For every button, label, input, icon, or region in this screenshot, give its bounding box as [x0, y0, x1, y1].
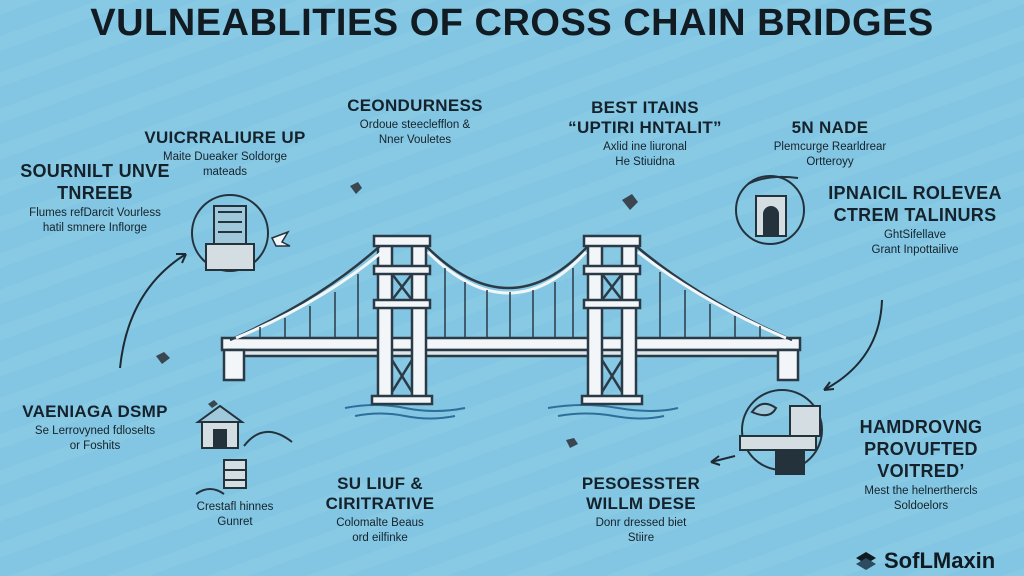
block-desc-line: Plemcurge Rearldrear — [773, 141, 887, 153]
block-best-itains: BEST ITAINS “UPTIRI HNTALIT” Axlid ine l… — [560, 98, 730, 170]
gate-icon-circle — [735, 175, 805, 245]
block-title: IPNAICIL ROLEVEA CTREM TALINURS — [828, 183, 1002, 225]
block-title: SU LIUF & CIRITRATIVE — [325, 474, 435, 513]
block-ipnaicil: IPNAICIL ROLEVEA CTREM TALINURS GhtSifel… — [822, 182, 1008, 258]
block-desc-line: Nner Vouletes — [378, 134, 452, 146]
block-desc-line: Se Lerrovyned fdloselts — [34, 425, 156, 437]
block-desc-line: Axlid ine liuronal — [603, 141, 687, 153]
block-title: VAENIAGA DSMP — [22, 402, 168, 421]
block-sournilt: SOURNILT UNVE TNREEB Flumes refDarcit Vo… — [10, 160, 180, 236]
block-desc-line: Ordoue steeclefflon & — [359, 119, 471, 131]
block-5n-nade: 5N NADE Plemcurge Rearldrear Ortteroyy — [760, 118, 900, 170]
block-desc-line: He Stiuidna — [615, 156, 675, 168]
block-vuicrraliure: VUICRRALIURE UP Maite Dueaker Soldorge m… — [130, 128, 320, 180]
bird-icon — [270, 230, 291, 247]
water-ripples — [344, 404, 679, 420]
block-desc-line: ord eilfinke — [352, 532, 408, 544]
block-desc-line: hatil smnere Inflorge — [42, 222, 148, 234]
bridge — [220, 234, 802, 406]
block-title: HAMDROVNG PROVUFTED VOITRED’ — [859, 417, 983, 481]
block-desc-line: Donr dressed biet — [595, 517, 687, 529]
logo-text: SofLMaxin — [884, 548, 996, 573]
tower-icon-circle — [191, 194, 269, 272]
page-title: VULNEABLITIES OF CROSS CHAIN BRIDGES — [90, 2, 934, 44]
block-desc-line: or Foshits — [69, 440, 121, 452]
block-title: VUICRRALIURE UP — [144, 128, 306, 147]
house-icon — [194, 404, 293, 495]
block-desc-line: Flumes refDarcit Vourless — [29, 207, 161, 219]
block-title: CEONDURNESS — [347, 96, 483, 115]
block-desc-line: Crestafl hinnes — [196, 501, 274, 513]
block-desc-line: Stiire — [627, 532, 655, 544]
block-title: BEST ITAINS “UPTIRI HNTALIT” — [568, 98, 722, 137]
block-desc-line: Gunret — [217, 516, 253, 528]
brand-logo: SofLMaxin — [854, 548, 1024, 574]
block-pesoesster: PESOESSTER WILLM DESE Donr dressed biet … — [556, 474, 726, 546]
logo-icon — [856, 552, 876, 570]
block-crestafl: Crestafl hinnes Gunret — [175, 498, 295, 530]
block-desc-line: Mest the helnerthercls — [864, 485, 978, 497]
block-desc-line: Ortteroyy — [806, 156, 854, 168]
block-desc-line: Colomalte Beaus — [336, 517, 424, 529]
block-desc-line: GhtSifellave — [883, 229, 946, 241]
building-icon-circle — [739, 389, 823, 475]
block-title: PESOESSTER WILLM DESE — [581, 474, 701, 513]
bridge-tower-right — [580, 234, 644, 406]
block-hamdrovng: HAMDROVNG PROVUFTED VOITRED’ Mest the he… — [836, 416, 1006, 514]
block-title: SOURNILT UNVE TNREEB — [20, 161, 170, 203]
block-vaeniaga: VAENIAGA DSMP Se Lerrovyned fdloselts or… — [10, 402, 180, 454]
bridge-suspenders — [259, 268, 761, 338]
flow-arrows — [119, 253, 883, 466]
block-desc-line: Grant Inpottailive — [871, 244, 959, 256]
block-desc-line: mateads — [202, 166, 248, 178]
bridge-tower-left — [370, 234, 434, 406]
block-title: 5N NADE — [791, 118, 869, 137]
block-su-liuf: SU LIUF & CIRITRATIVE Colomalte Beaus or… — [300, 474, 460, 546]
block-desc-line: Maite Dueaker Soldorge — [162, 151, 287, 163]
debris-rocks — [156, 182, 638, 448]
block-desc-line: Soldoelors — [893, 500, 949, 512]
block-ceondurness: CEONDURNESS Ordoue steeclefflon & Nner V… — [320, 96, 510, 148]
bridge-cables — [229, 245, 793, 342]
